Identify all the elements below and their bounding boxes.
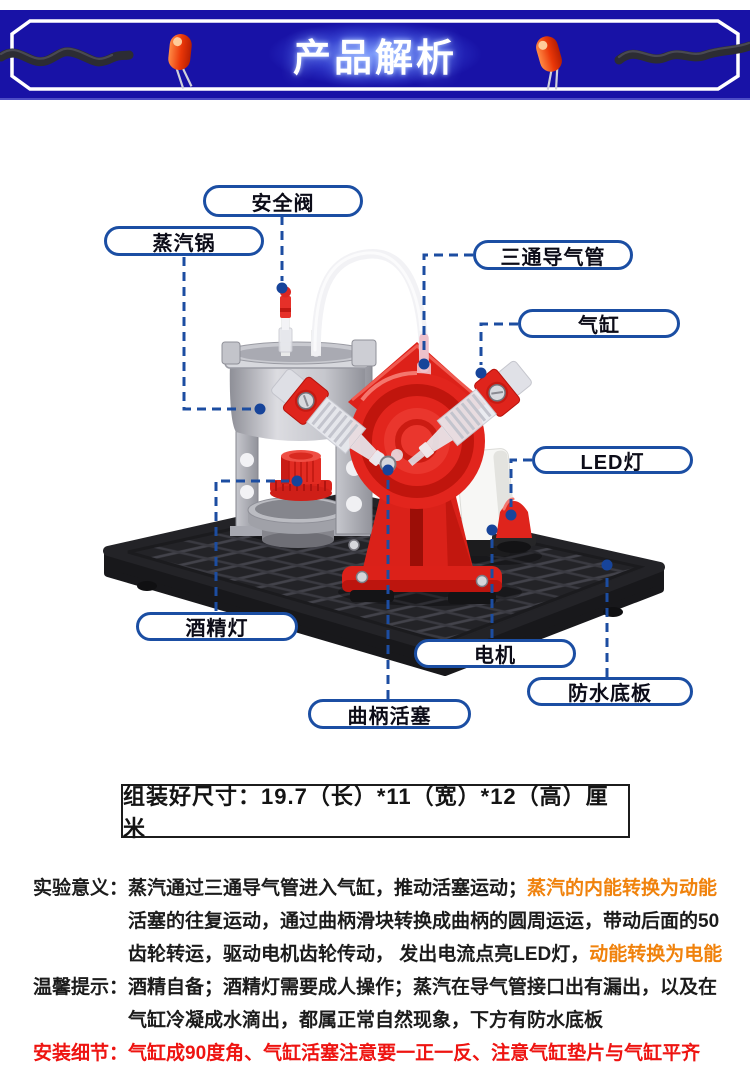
callout-alcohol-lamp: 酒精灯 [136, 612, 298, 641]
base-screw [355, 570, 369, 584]
boiler-clip [351, 339, 377, 367]
tray-foot [137, 581, 157, 591]
desc-text: 活塞的往复运动，通过曲柄滑块转换成曲柄的圆周运运，带动后面的50 [128, 911, 720, 932]
callout-motor: 电机 [414, 639, 576, 668]
desc-line: 安装细节： 气缸成90度角、气缸活塞注意要一正一反、注意气缸垫片与气缸平齐 [33, 1037, 733, 1070]
dimension-box: 组装好尺寸：19.7（长）*11（宽）*12（高）厘米 [121, 784, 630, 841]
banner-border [10, 19, 740, 91]
boiler-clip [221, 341, 241, 365]
wire-squiggle-icon [0, 47, 134, 67]
steam-engine-illustration [103, 249, 665, 676]
callout-cylinder: 气缸 [518, 309, 680, 338]
alcohol-lamp-part [247, 450, 349, 548]
red-led-icon [168, 34, 193, 89]
desc-text: 气缸冷凝成水滴出，都属正常自然现象，下方有防水底板 [128, 1010, 604, 1031]
desc-label-tips: 温馨提示： [33, 977, 129, 998]
desc-text: 蒸汽通过三通导气管进入气缸，推动活塞运动； [128, 878, 528, 899]
desc-text-warning: 气缸成90度角、气缸活塞注意要一正一反、注意气缸垫片与气缸平齐 [128, 1043, 701, 1064]
banner-decorations [0, 19, 750, 91]
red-led-icon [536, 36, 562, 90]
desc-line: 实验意义： 蒸汽通过三通导气管进入气缸，推动活塞运动； 蒸汽的内能转换为动能 [33, 872, 733, 905]
desc-line: 温馨提示： 酒精自备；酒精灯需要成人操作；蒸汽在导气管接口出有漏出，以及在 [33, 971, 733, 1004]
cylinder-left [271, 368, 396, 475]
base-screw [475, 574, 489, 588]
desc-text-highlight: 动能转换为电能 [589, 944, 723, 965]
desc-text: 齿轮转运，驱动电机齿轮传动， 发出电流点亮LED灯， [128, 944, 590, 965]
callout-three-way-pipe: 三通导气管 [473, 240, 633, 270]
wire-squiggle-icon [614, 41, 750, 65]
callout-led-light: LED灯 [532, 446, 693, 474]
banner: 产品解析 [0, 10, 750, 100]
title-glow [268, 21, 482, 87]
desc-line: 活塞的往复运动，通过曲柄滑块转换成曲柄的圆周运运，带动后面的50 [33, 905, 733, 938]
desc-label-install: 安装细节： [33, 1043, 129, 1064]
callout-steam-boiler: 蒸汽锅 [104, 226, 264, 256]
cylinder-right [407, 360, 532, 467]
callout-waterproof-base: 防水底板 [527, 677, 693, 706]
desc-label-experiment: 实验意义： [33, 878, 129, 899]
desc-line: 气缸冷凝成水滴出，都属正常自然现象，下方有防水底板 [33, 1004, 733, 1037]
page-title: 产品解析 [292, 37, 457, 80]
desc-line: 齿轮转运，驱动电机齿轮传动， 发出电流点亮LED灯， 动能转换为电能 [33, 938, 733, 971]
callout-safety-valve: 安全阀 [203, 185, 363, 217]
description-block: 实验意义： 蒸汽通过三通导气管进入气缸，推动活塞运动； 蒸汽的内能转换为动能 活… [33, 872, 733, 1070]
desc-text-highlight: 蒸汽的内能转换为动能 [527, 878, 718, 899]
callout-crank-piston: 曲柄活塞 [308, 699, 471, 729]
desc-text: 酒精自备；酒精灯需要成人操作；蒸汽在导气管接口出有漏出，以及在 [128, 977, 718, 998]
callout-connectors [182, 216, 613, 699]
